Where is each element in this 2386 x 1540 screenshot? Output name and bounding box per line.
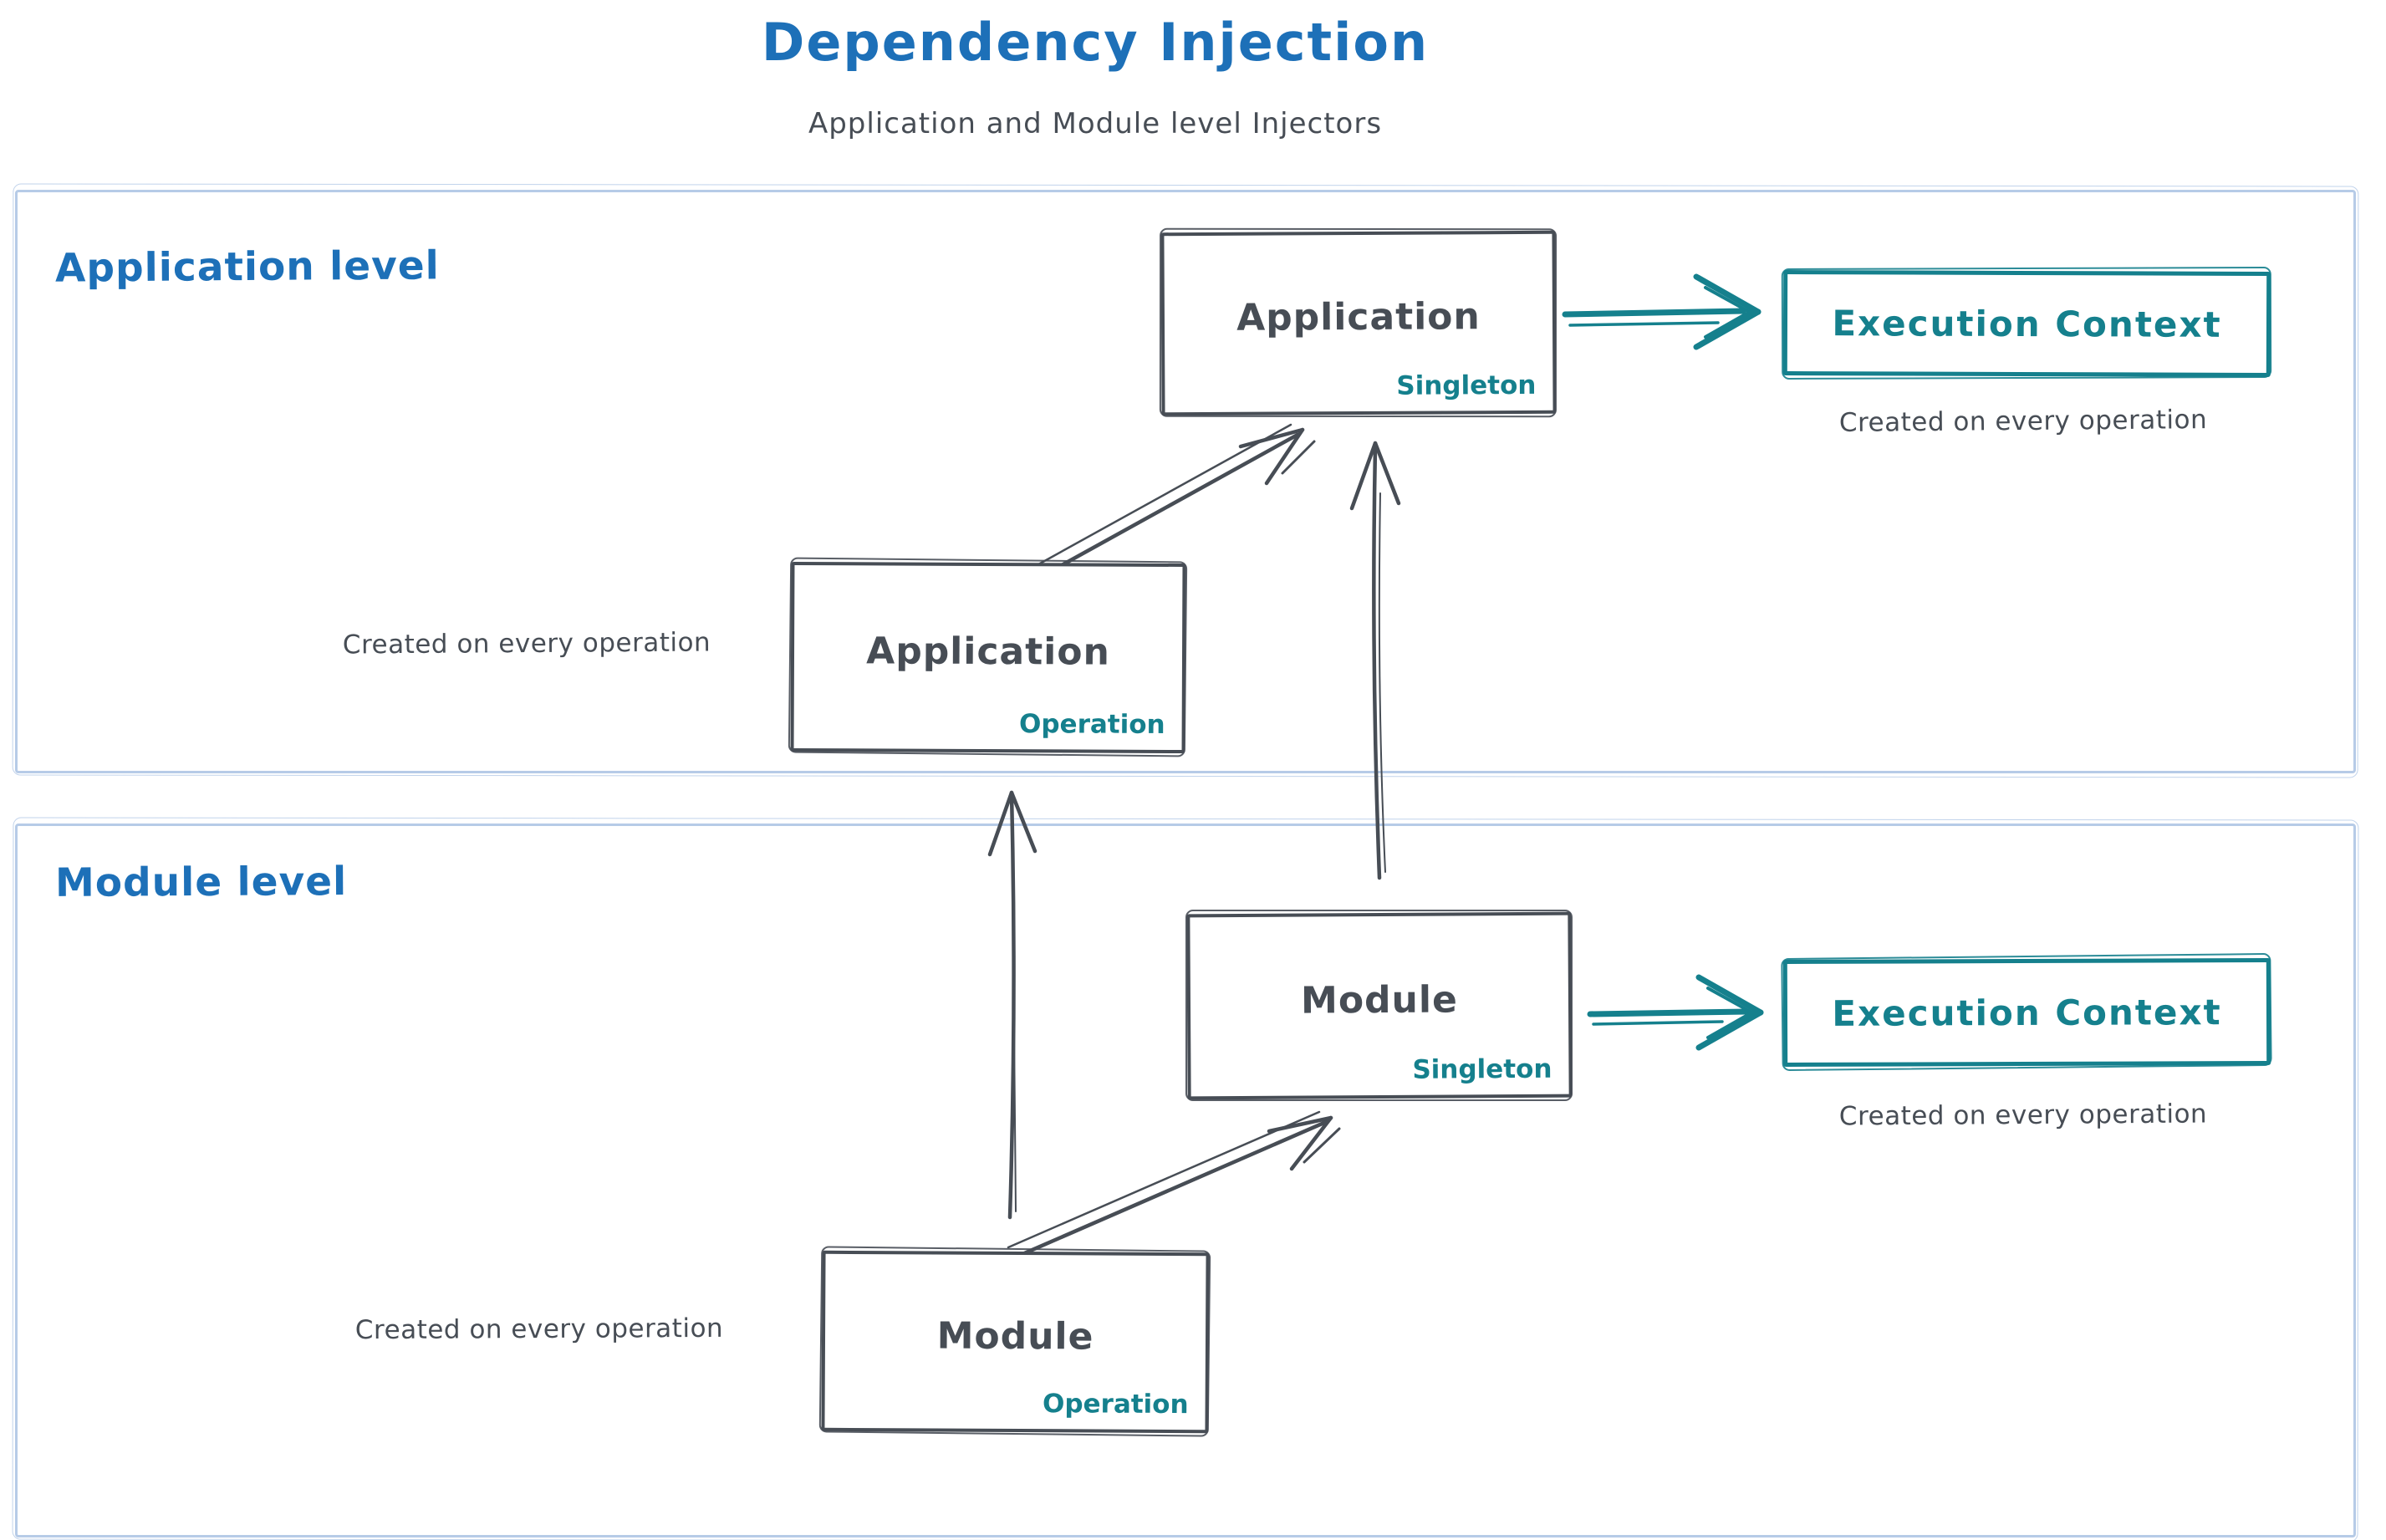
module-execution-context-label: Execution Context xyxy=(1832,991,2222,1034)
application-singleton-title: Application xyxy=(1236,295,1481,339)
application-singleton-box: Application Singleton xyxy=(1160,230,1557,416)
diagram-title: Dependency Injection xyxy=(761,12,1430,73)
module-level-label: Module level xyxy=(54,859,348,906)
application-operation-title: Application xyxy=(866,630,1110,674)
application-singleton-scope: Singleton xyxy=(1396,370,1537,401)
module-operation-note: Created on every operation xyxy=(354,1313,724,1346)
module-operation-box: Module Operation xyxy=(821,1250,1210,1434)
application-operation-note: Created on every operation xyxy=(342,627,711,660)
module-level-frame xyxy=(15,824,2356,1537)
module-execution-context-note: Created on every operation xyxy=(1838,1099,2208,1132)
module-operation-title: Module xyxy=(936,1314,1094,1358)
application-execution-context-note: Created on every operation xyxy=(1838,405,2208,438)
module-singleton-title: Module xyxy=(1300,977,1458,1022)
diagram-subtitle: Application and Module level Injectors xyxy=(808,107,1383,140)
module-operation-scope: Operation xyxy=(1042,1389,1189,1420)
application-level-label: Application level xyxy=(54,242,440,292)
application-operation-scope: Operation xyxy=(1018,709,1165,740)
application-level-frame xyxy=(15,190,2356,773)
module-singleton-scope: Singleton xyxy=(1412,1053,1552,1085)
application-execution-context-box: Execution Context xyxy=(1782,269,2271,378)
module-execution-context-box: Execution Context xyxy=(1782,957,2271,1068)
application-execution-context-label: Execution Context xyxy=(1832,302,2222,345)
module-singleton-box: Module Singleton xyxy=(1186,911,1573,1100)
application-operation-box: Application Operation xyxy=(790,561,1186,754)
